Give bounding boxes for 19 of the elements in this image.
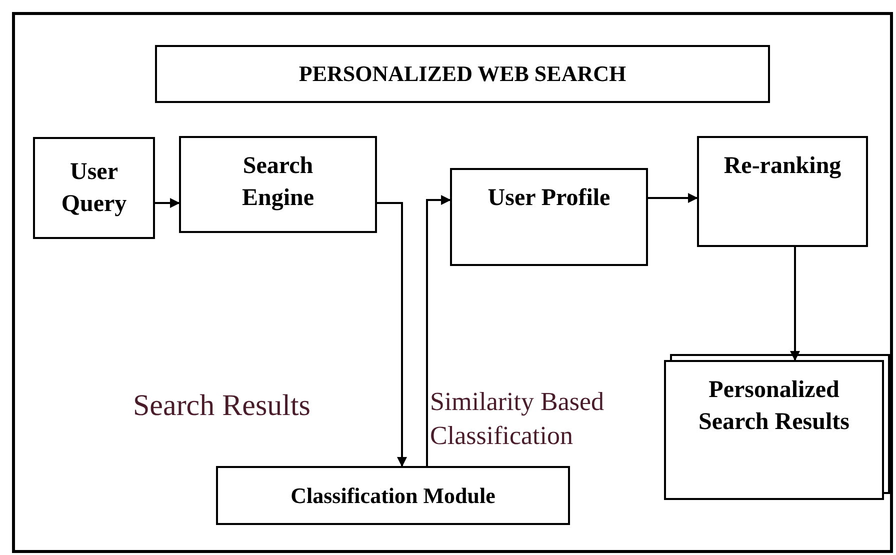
process-box [179,136,377,233]
node-text: User Query [60,158,128,219]
node-text: Search Engine [240,152,316,213]
arrow [155,198,180,208]
process-box [697,136,868,247]
node-text: PERSONALIZED WEB SEARCH [298,60,626,88]
document-box [664,360,884,500]
process-box [155,45,770,103]
process-box [33,137,155,239]
arrow [648,193,698,203]
process-box [450,168,648,266]
node-text: User Profile [488,184,610,213]
node-text: Re-ranking [724,152,842,181]
node-text: Classification Module [290,482,496,510]
process-box [216,466,570,525]
node-text: Personalized Search Results [698,376,850,437]
arrow [377,202,407,467]
arrow [790,247,800,361]
arrow [426,195,451,466]
